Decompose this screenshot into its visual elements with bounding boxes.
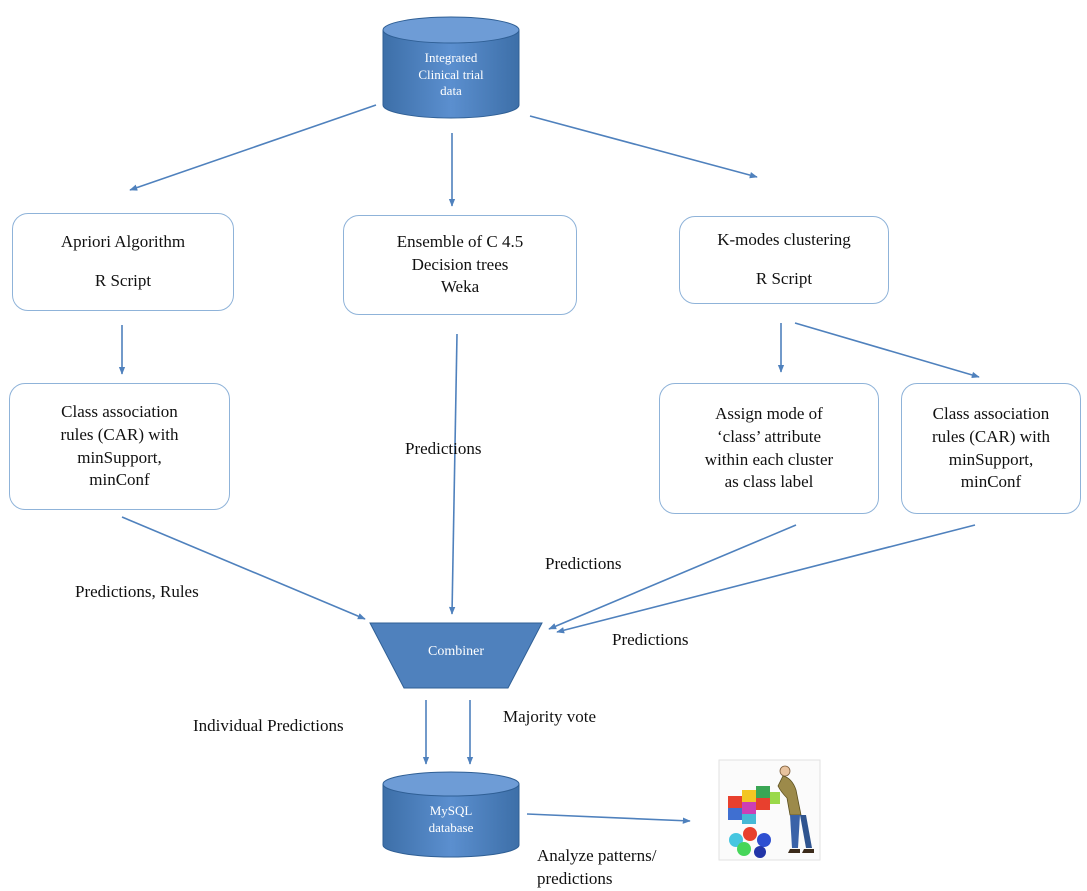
car-right-line-3: minSupport, bbox=[948, 449, 1034, 469]
arrow-ensemble-to-combiner bbox=[448, 333, 458, 615]
data-source-line-1: Integrated bbox=[424, 49, 478, 65]
combiner-label: Combiner bbox=[428, 644, 484, 659]
car-left-box: Class association rules (CAR) with minSu… bbox=[9, 383, 230, 510]
car-left-line-1: Class association bbox=[61, 401, 178, 421]
car-right-line-1: Class association bbox=[932, 403, 1050, 423]
label-analyze-line-1: Analyze patterns/ bbox=[537, 846, 657, 865]
data-source-label: Integrated Clinical trial data bbox=[383, 40, 519, 110]
label-predictions-right: Predictions bbox=[612, 630, 689, 649]
data-source-line-2: Clinical trial bbox=[418, 66, 484, 82]
kmodes-clustering-box: K-modes clustering R Script bbox=[679, 216, 889, 304]
arrow-kmodes-to-car-right bbox=[794, 322, 980, 379]
apriori-tool: R Script bbox=[94, 271, 152, 290]
car-left-line-2: rules (CAR) with bbox=[60, 424, 179, 444]
ensemble-subtitle: Decision trees bbox=[411, 254, 509, 274]
arrow-db-to-analyst bbox=[526, 813, 691, 824]
database-line-1: MySQL bbox=[429, 803, 473, 819]
arrow-source-to-apriori bbox=[129, 104, 377, 191]
combiner-shape bbox=[369, 622, 543, 689]
arrow-source-to-kmodes bbox=[529, 115, 758, 179]
arrow-car-right-to-combiner bbox=[556, 524, 976, 634]
arrow-car-left-to-combiner bbox=[121, 516, 366, 620]
ensemble-tool: Weka bbox=[440, 277, 480, 297]
kmodes-title: K-modes clustering bbox=[717, 230, 851, 250]
label-majority-vote: Majority vote bbox=[503, 707, 597, 726]
ensemble-c45-box: Ensemble of C 4.5 Decision trees Weka bbox=[343, 215, 577, 315]
mysql-database-cylinder bbox=[382, 771, 520, 858]
label-predictions-center: Predictions bbox=[405, 439, 482, 458]
apriori-title: Apriori Algorithm bbox=[60, 232, 186, 252]
ensemble-title: Ensemble of C 4.5 bbox=[396, 231, 524, 251]
apriori-algorithm-box: Apriori Algorithm R Script bbox=[12, 213, 234, 311]
label-individual-predictions: Individual Predictions bbox=[193, 716, 344, 735]
assign-mode-line-1: Assign mode of bbox=[715, 403, 823, 423]
car-left-line-3: minSupport, bbox=[77, 447, 162, 467]
assign-mode-line-3: within each cluster bbox=[704, 449, 834, 469]
data-source-cylinder bbox=[382, 16, 520, 119]
car-right-line-2: rules (CAR) with bbox=[931, 426, 1051, 446]
assign-mode-line-2: ‘class’ attribute bbox=[716, 426, 821, 446]
label-analyze-line-2: predictions bbox=[537, 869, 613, 888]
person-examining-blocks-icon bbox=[718, 759, 821, 861]
car-right-box: Class association rules (CAR) with minSu… bbox=[901, 383, 1081, 514]
database-line-2: database bbox=[428, 820, 474, 835]
assign-mode-line-4: as class label bbox=[724, 472, 814, 492]
car-left-line-4: minConf bbox=[89, 470, 150, 490]
car-right-line-4: minConf bbox=[960, 472, 1022, 492]
assign-mode-box: Assign mode of ‘class’ attribute within … bbox=[659, 383, 879, 514]
data-source-line-3: data bbox=[440, 83, 462, 99]
database-label: MySQL database bbox=[383, 792, 519, 848]
arrow-assign-to-combiner bbox=[548, 524, 797, 630]
label-predictions-rules: Predictions, Rules bbox=[75, 582, 199, 601]
kmodes-tool: R Script bbox=[755, 269, 813, 288]
label-predictions-mid-right: Predictions bbox=[545, 554, 622, 573]
